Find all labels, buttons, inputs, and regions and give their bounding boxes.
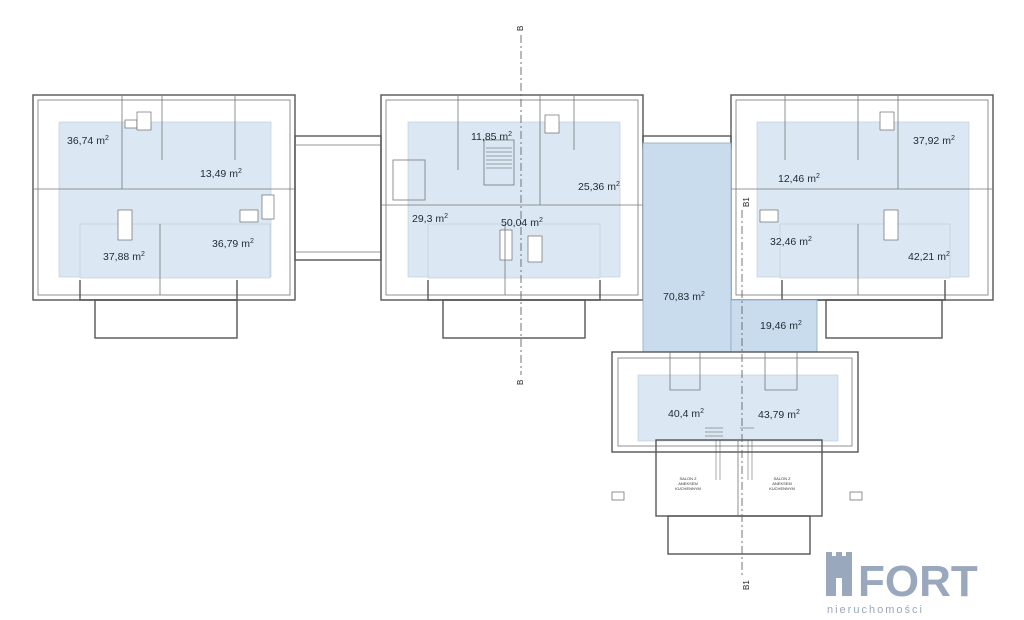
- area-labels: 36,74 m2 13,49 m2 37,88 m2 36,79 m2 11,8…: [67, 131, 955, 421]
- salon-label-left: SALON Z ANEKSEM KUCHENNYM: [675, 476, 701, 491]
- area-label: 50,04 m2: [501, 217, 543, 229]
- area-label: 19,46 m2: [760, 320, 802, 332]
- area-label: 37,88 m2: [103, 251, 145, 263]
- castle-tower-icon: [826, 552, 852, 596]
- area-label: 70,83 m2: [663, 291, 705, 303]
- middle-unit: [380, 94, 644, 339]
- area-label: 12,46 m2: [778, 173, 820, 185]
- area-label: 25,36 m2: [578, 181, 620, 193]
- svg-text:KUCHENNYM: KUCHENNYM: [769, 486, 795, 491]
- left-unit: [32, 94, 296, 339]
- svg-text:SALON Z: SALON Z: [679, 476, 697, 481]
- area-label: 43,79 m2: [758, 409, 800, 421]
- axis-label-b1-top: B1: [742, 197, 751, 207]
- area-label: 11,85 m2: [471, 131, 512, 143]
- central-section: [611, 142, 863, 555]
- section-axis-b: B B: [516, 26, 525, 385]
- svg-text:SALON Z: SALON Z: [773, 476, 791, 481]
- axis-label-b-bottom: B: [516, 380, 525, 385]
- area-label: 36,74 m2: [67, 135, 109, 147]
- salon-label-right: SALON Z ANEKSEM KUCHENNYM: [769, 476, 795, 491]
- section-axis-b1: B1 B1: [741, 197, 751, 590]
- area-label: 42,21 m2: [908, 251, 950, 263]
- svg-text:KUCHENNYM: KUCHENNYM: [675, 486, 701, 491]
- logo-tagline: nieruchomości: [827, 604, 924, 616]
- area-label: 37,92 m2: [913, 135, 955, 147]
- area-label: 32,46 m2: [770, 236, 812, 248]
- area-label: 36,79 m2: [212, 238, 254, 250]
- logo-name: FORT: [858, 557, 978, 606]
- fort-logo: FORT nieruchomości: [826, 552, 978, 616]
- right-unit: [730, 94, 994, 339]
- area-label: 29,3 m2: [412, 213, 448, 225]
- axis-label-b1-bottom: B1: [742, 580, 751, 590]
- axis-label-b-top: B: [516, 26, 525, 31]
- area-label: 13,49 m2: [200, 168, 242, 180]
- svg-text:ANEKSEM: ANEKSEM: [772, 481, 792, 486]
- area-label: 40,4 m2: [668, 408, 704, 420]
- svg-text:ANEKSEM: ANEKSEM: [678, 481, 698, 486]
